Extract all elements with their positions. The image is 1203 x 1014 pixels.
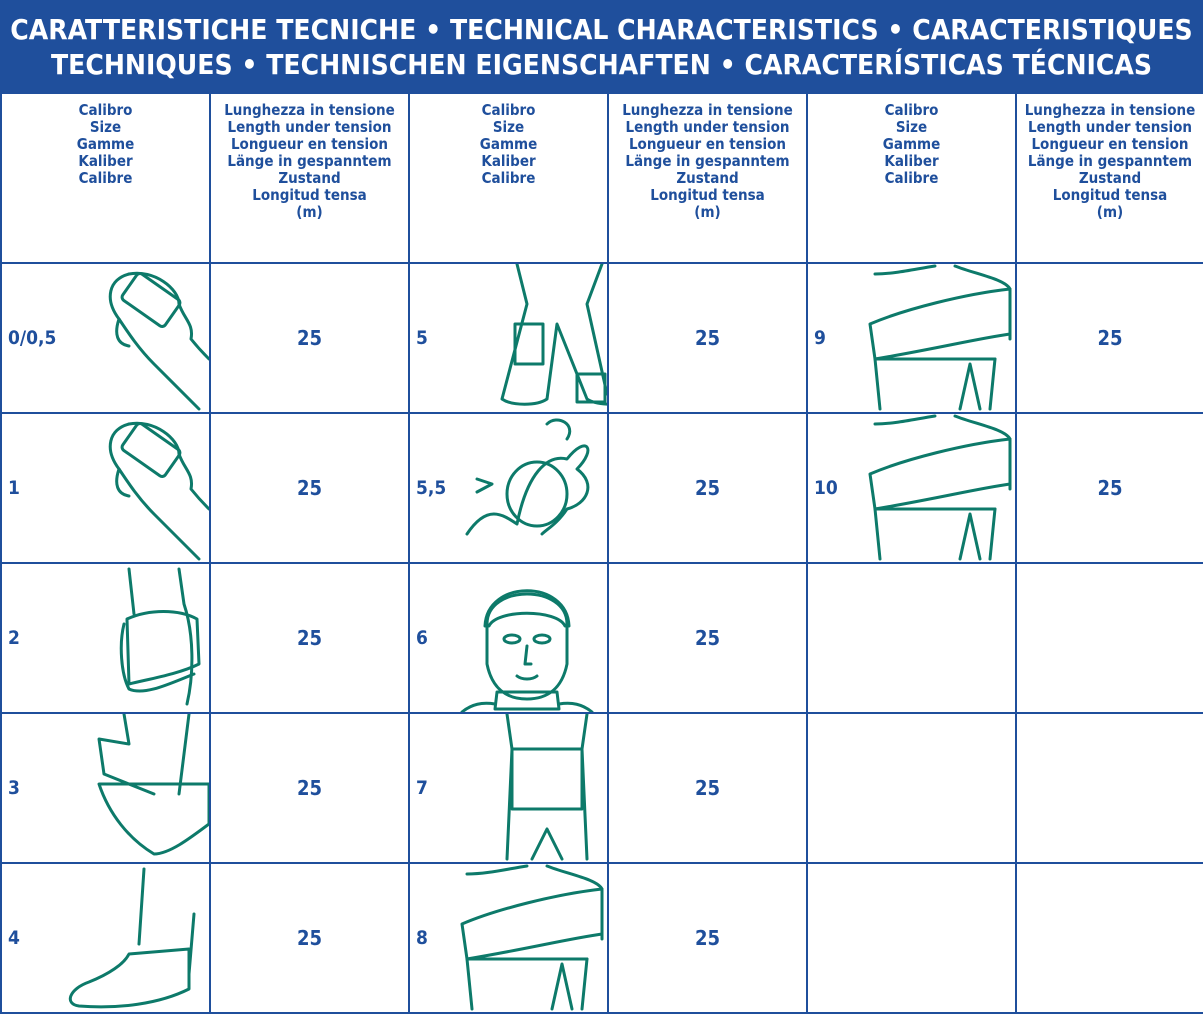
table-row: 3 25 7 25 <box>0 712 1203 864</box>
size-cell: 5,5 <box>408 412 609 564</box>
size-cell: 3 <box>0 712 211 864</box>
title-line-1: CARATTERISTICHE TECNICHE • TECHNICAL CHA… <box>10 13 1193 46</box>
size-value: 3 <box>8 777 20 799</box>
finger-bandage-icon <box>2 264 209 412</box>
abdomen-bandage-icon <box>410 714 607 862</box>
table-row: 1 25 5,5 25 10 25 <box>0 412 1203 564</box>
length-value: 25 <box>1097 476 1123 500</box>
size-cell: 2 <box>0 562 211 714</box>
length-value: 25 <box>694 926 721 950</box>
torso-bandage-icon <box>808 264 1015 412</box>
length-cell: 25 <box>1015 412 1203 564</box>
length-value: 25 <box>694 626 721 650</box>
length-value: 25 <box>296 926 323 950</box>
legs-bandage-icon <box>410 264 607 412</box>
length-cell <box>1015 712 1203 864</box>
length-value: 25 <box>694 476 721 500</box>
length-value: 25 <box>1097 326 1123 350</box>
table-row: 4 25 8 25 <box>0 862 1203 1014</box>
size-cell: 8 <box>408 862 609 1014</box>
size-cell <box>806 562 1017 714</box>
length-cell: 25 <box>607 862 808 1014</box>
size-value: 10 <box>814 477 838 499</box>
size-cell: 0/0,5 <box>0 262 211 414</box>
length-cell: 25 <box>209 562 410 714</box>
size-value: 8 <box>416 927 428 949</box>
length-cell: 25 <box>607 412 808 564</box>
length-cell: 25 <box>1015 262 1203 414</box>
size-cell: 7 <box>408 712 609 864</box>
length-cell <box>1015 562 1203 714</box>
length-value: 25 <box>296 776 323 800</box>
torso-bandage-icon <box>808 414 1015 562</box>
torso-bandage-icon <box>410 864 607 1012</box>
length-cell: 25 <box>209 262 410 414</box>
size-value: 5,5 <box>416 477 447 499</box>
length-value: 25 <box>296 476 323 500</box>
table-row: 0/0,5 25 5 25 9 25 <box>0 262 1203 414</box>
hand-bandage-icon <box>2 564 209 712</box>
size-value: 6 <box>416 627 428 649</box>
size-value: 9 <box>814 327 826 349</box>
size-value: 4 <box>8 927 20 949</box>
length-value: 25 <box>694 326 721 350</box>
size-cell: 10 <box>806 412 1017 564</box>
length-cell: 25 <box>607 562 808 714</box>
size-cell <box>806 712 1017 864</box>
size-value: 0/0,5 <box>8 327 57 349</box>
size-cell: 1 <box>0 412 211 564</box>
length-cell <box>1015 862 1203 1014</box>
head-bandage-icon <box>410 564 607 712</box>
length-cell: 25 <box>209 712 410 864</box>
size-cell <box>806 862 1017 1014</box>
finger-bandage-icon <box>2 414 209 562</box>
title-line-2: TECHNIQUES • TECHNISCHEN EIGENSCHAFTEN •… <box>50 48 1153 81</box>
elbow-bandage-icon <box>2 714 209 862</box>
size-cell: 6 <box>408 562 609 714</box>
table-row: 2 25 6 25 <box>0 562 1203 714</box>
size-value: 7 <box>416 777 428 799</box>
foot-bandage-icon <box>2 864 209 1012</box>
length-value: 25 <box>296 626 323 650</box>
length-value: 25 <box>694 776 721 800</box>
size-value: 2 <box>8 627 20 649</box>
title-banner: CARATTERISTICHE TECNICHE • TECHNICAL CHA… <box>0 0 1203 92</box>
size-value: 5 <box>416 327 428 349</box>
length-value <box>1017 564 1203 712</box>
size-cell: 5 <box>408 262 609 414</box>
length-value <box>1017 864 1203 1012</box>
length-cell: 25 <box>607 262 808 414</box>
size-cell: 4 <box>0 862 211 1014</box>
size-cell: 9 <box>806 262 1017 414</box>
length-cell: 25 <box>607 712 808 864</box>
length-cell: 25 <box>209 862 410 1014</box>
length-value: 25 <box>296 326 323 350</box>
length-cell: 25 <box>209 412 410 564</box>
length-value <box>1017 714 1203 862</box>
baby-bandage-icon <box>410 414 607 562</box>
size-value: 1 <box>8 477 20 499</box>
